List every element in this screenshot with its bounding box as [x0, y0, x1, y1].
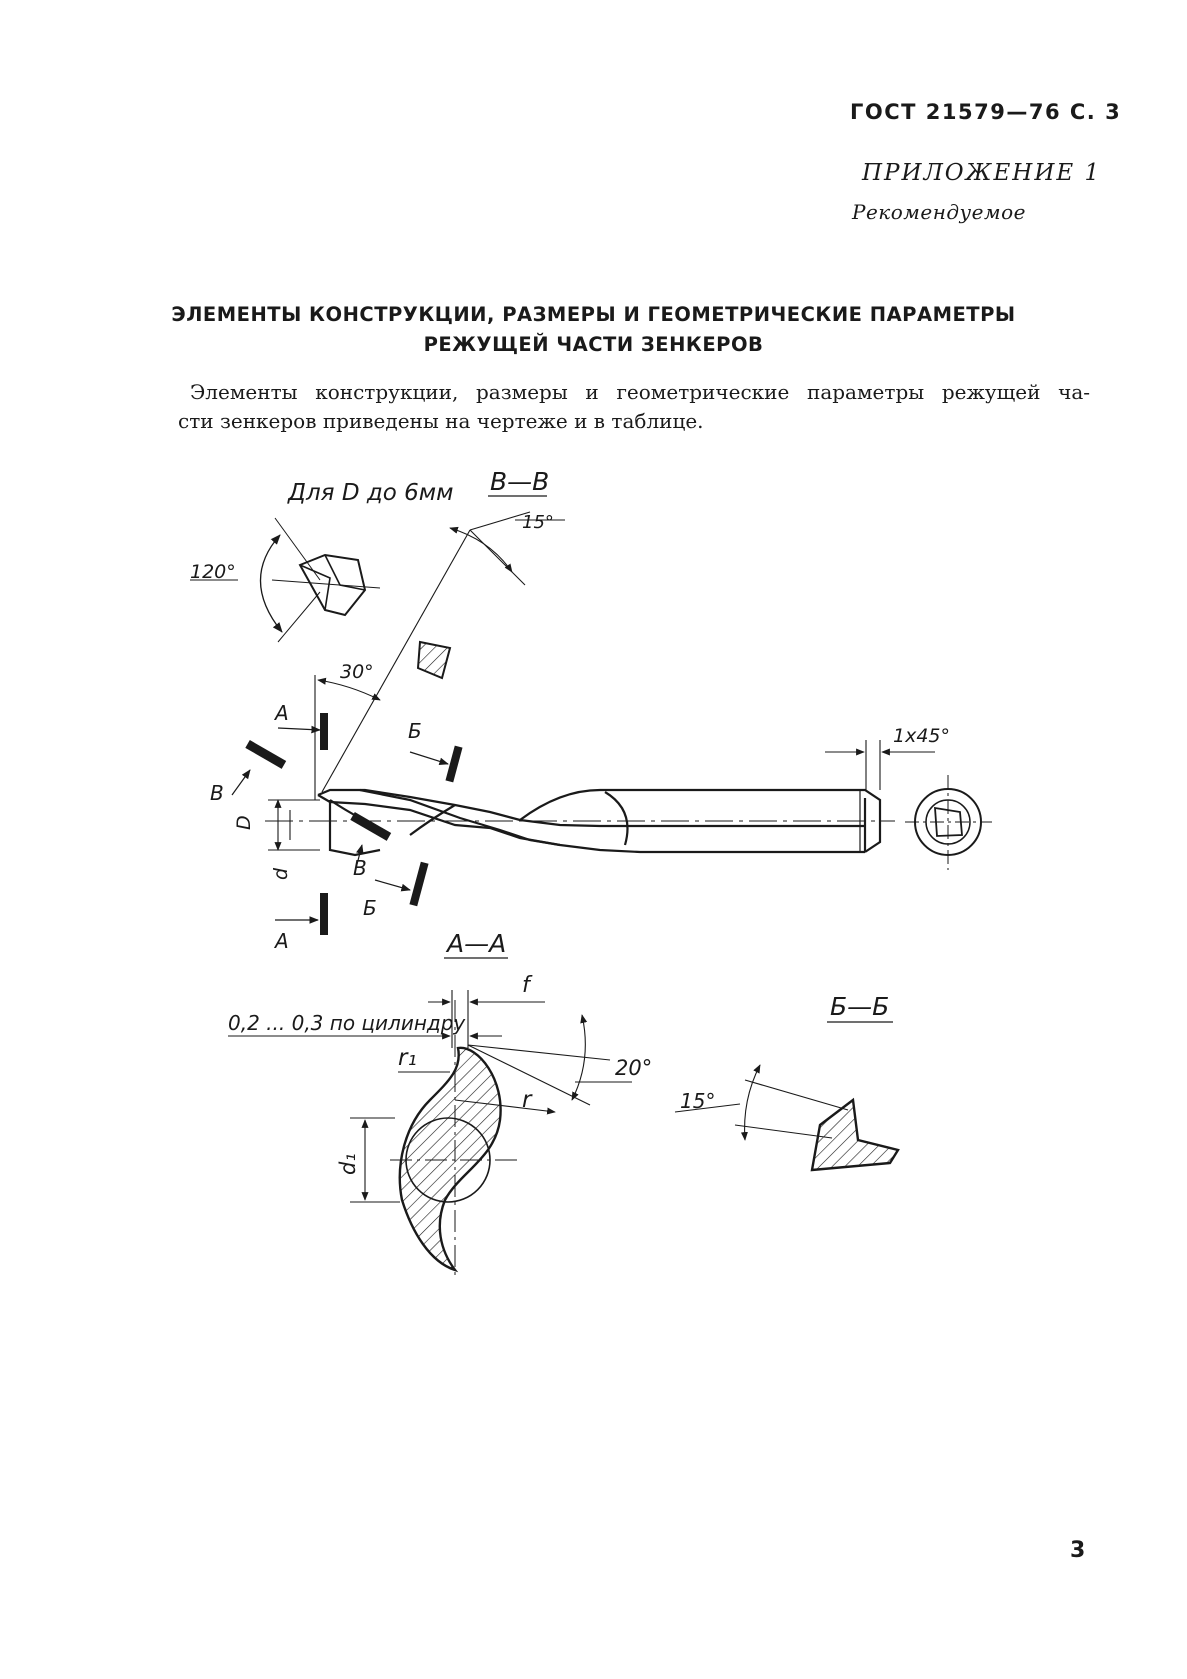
section-aa-profile [398, 1046, 502, 1273]
angle-120-label: 120° [190, 561, 236, 583]
dim-d-upper: D [233, 815, 255, 830]
section-bb-dimensions [674, 1064, 849, 1141]
section-mark-v-bottom [350, 812, 392, 841]
label-v-bottom: В [353, 856, 367, 880]
label-v-left: В [210, 781, 224, 805]
intro-line-2: сти зенкеров приведены на чертеже и в та… [178, 409, 704, 433]
note-small-diameter: Для D до 6мм [287, 480, 453, 506]
section-aa-label: А—А [445, 929, 506, 958]
small-drill-point-view [190, 517, 381, 643]
label-a-bottom: А [273, 929, 289, 953]
label-b-bottom: Б [363, 896, 377, 920]
diameter-dimensions [268, 799, 320, 851]
dim-r-label: r [522, 1087, 533, 1113]
angle-15-label: 15° [522, 512, 554, 533]
angle-15b-label: 15° [680, 1089, 715, 1113]
chamfer-dimension [825, 740, 935, 790]
angle-30-dimension [314, 675, 381, 800]
section-vv-piece [416, 640, 452, 680]
section-mark-b-bottom [409, 861, 429, 907]
section-vv-construction [321, 511, 565, 793]
section-mark-v-left [245, 740, 287, 769]
page-number: 3 [1070, 1538, 1086, 1563]
intro-line-1: Элементы конструкции, размеры и геометри… [190, 380, 1090, 404]
dim-d-lower: d [270, 867, 292, 880]
section-mark-a-bottom [320, 893, 328, 935]
dim-r1-label: r₁ [398, 1045, 417, 1071]
angle-30-label: 30° [340, 661, 374, 683]
section-mark-a-top [320, 713, 328, 750]
section-title-line-2: РЕЖУЩЕЙ ЧАСТИ ЗЕНКЕРОВ [423, 333, 764, 356]
dim-f-label: f [522, 973, 533, 998]
standard-designation: ГОСТ 21579—76 С. 3 [850, 100, 1122, 124]
dim-d1-label: d₁ [336, 1153, 360, 1175]
label-b-top: Б [408, 719, 422, 743]
section-mark-b-top [445, 745, 463, 783]
drill-end-view [905, 775, 992, 870]
section-title: ЭЛЕМЕНТЫ КОНСТРУКЦИИ, РАЗМЕРЫ И ГЕОМЕТРИ… [0, 300, 1187, 360]
section-vv-label: В—В [490, 467, 549, 496]
section-title-line-1: ЭЛЕМЕНТЫ КОНСТРУКЦИИ, РАЗМЕРЫ И ГЕОМЕТРИ… [171, 303, 1016, 326]
section-bb-label: Б—Б [830, 992, 889, 1021]
angle-20-label: 20° [615, 1056, 652, 1080]
intro-paragraph: Элементы конструкции, размеры и геометри… [178, 378, 1090, 436]
label-a-top: А [273, 701, 289, 725]
chamfer-label: 1x45° [893, 725, 950, 747]
recommended-label: Рекомендуемое [852, 200, 1026, 224]
drill-body [317, 788, 882, 857]
section-bb-piece [810, 1097, 900, 1172]
appendix-label: ПРИЛОЖЕНИЕ 1 [862, 160, 1102, 186]
note-cylinder: 0,2 ... 0,3 по цилиндру [228, 1011, 466, 1035]
section-aa-dimensions [350, 990, 632, 1203]
